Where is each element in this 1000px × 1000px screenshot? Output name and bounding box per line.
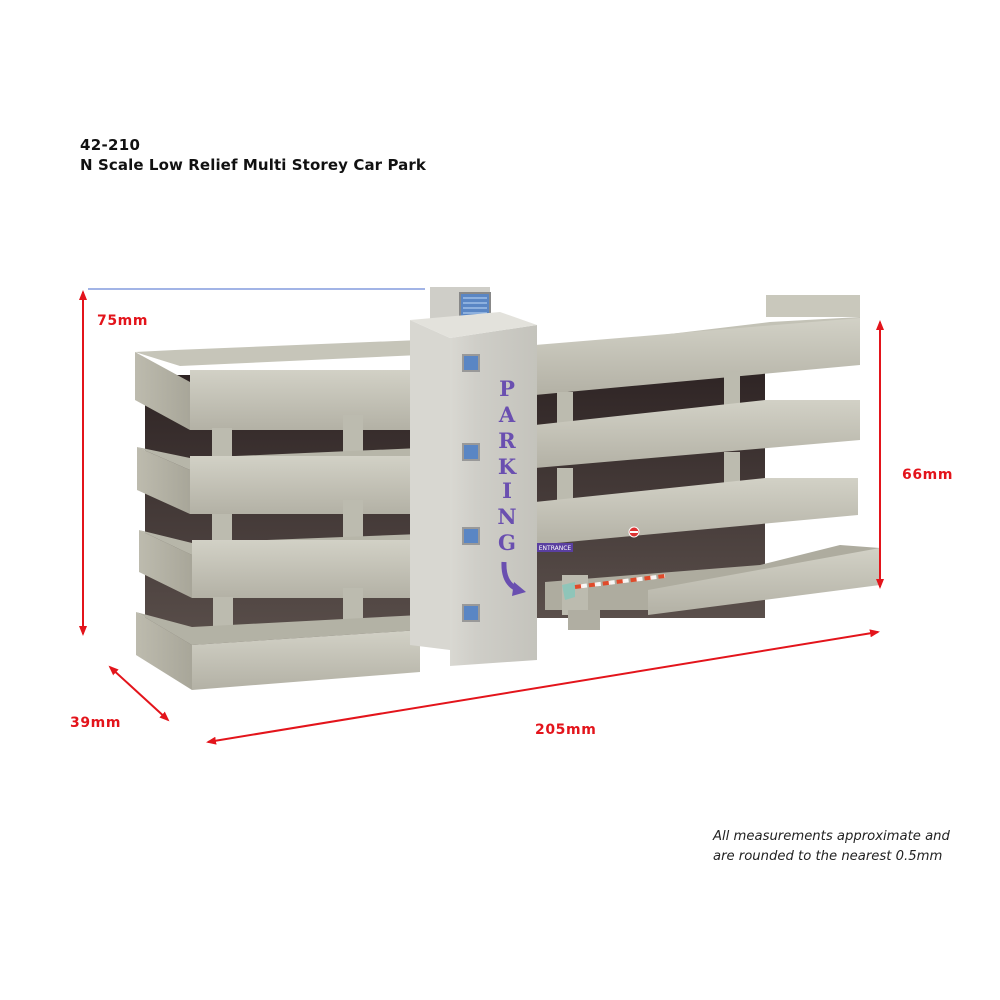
- product-title-block: 42-210 N Scale Low Relief Multi Storey C…: [80, 136, 426, 175]
- note-line-2: are rounded to the nearest 0.5mm: [713, 849, 943, 864]
- depth-39-arrow: [108, 665, 170, 722]
- tower-window: [462, 443, 480, 461]
- left-wing: [135, 340, 422, 690]
- svg-text:P: P: [499, 376, 515, 401]
- entrance-sign: [537, 543, 573, 552]
- svg-text:A: A: [498, 402, 516, 427]
- product-code: 42-210: [80, 136, 141, 154]
- barrier-arm: [574, 574, 666, 589]
- tower-window: [462, 527, 480, 545]
- right-wing: ENTRANCE: [535, 295, 880, 630]
- stair-tower: P A R K I N G: [410, 287, 537, 666]
- product-name: N Scale Low Relief Multi Storey Car Park: [80, 156, 426, 174]
- dimension-label-66: 66mm: [902, 467, 954, 483]
- tower-window: [462, 604, 480, 622]
- parking-sign: P A R K I N G: [497, 376, 516, 555]
- svg-text:G: G: [498, 530, 516, 555]
- dimension-label-39: 39mm: [70, 715, 122, 731]
- svg-text:ENTRANCE: ENTRANCE: [539, 545, 572, 552]
- tower-window: [462, 354, 480, 372]
- svg-text:R: R: [498, 428, 516, 453]
- width-205-arrow: [206, 629, 880, 745]
- svg-text:I: I: [502, 478, 512, 503]
- dimension-label-205: 205mm: [535, 722, 597, 738]
- dimension-label-75: 75mm: [97, 313, 149, 329]
- svg-text:K: K: [498, 454, 517, 479]
- svg-text:N: N: [497, 504, 516, 529]
- note-line-1: All measurements approximate and: [713, 829, 950, 844]
- measurement-note: All measurements approximate and are rou…: [713, 827, 950, 867]
